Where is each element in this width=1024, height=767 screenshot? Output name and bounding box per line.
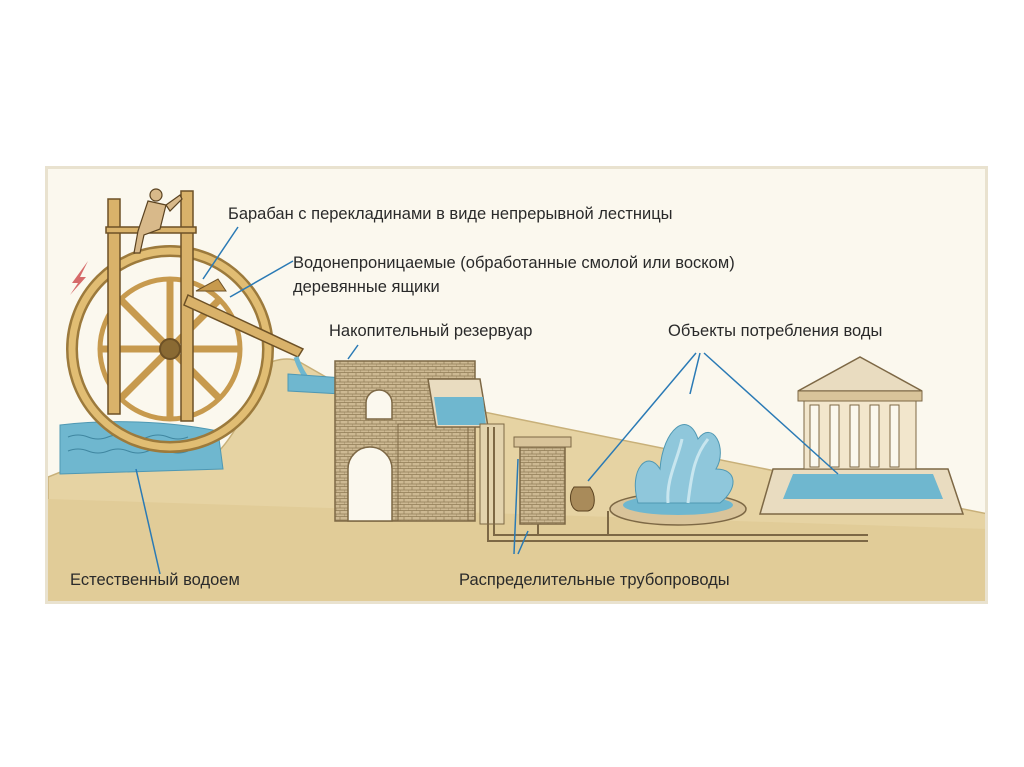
diagram-illustration	[48, 188, 985, 601]
vase	[570, 486, 595, 512]
label-wooden-boxes-line2: деревянные ящики	[293, 278, 440, 296]
leader-lines	[135, 226, 839, 575]
label-drum: Барабан с перекладинами в виде непрерывн…	[228, 205, 673, 223]
label-distribution-pipelines: Распределительные трубопроводы	[459, 571, 730, 589]
water-supply-diagram: Барабан с перекладинами в виде непрерывн…	[45, 166, 988, 604]
storage-reservoir	[427, 378, 505, 525]
distribution-pipelines	[487, 427, 868, 542]
ground-layer	[48, 499, 985, 601]
man-figure	[133, 188, 183, 254]
label-wooden-boxes-line1: Водонепроницаемые (обработанные смолой и…	[293, 254, 735, 272]
water-wheel	[66, 245, 274, 453]
flow-arrow	[70, 261, 88, 295]
label-natural-pond: Естественный водоем	[70, 571, 240, 589]
water-tower	[513, 436, 572, 525]
temple	[759, 356, 965, 515]
label-storage-reservoir: Накопительный резервуар	[329, 322, 533, 340]
fountain	[609, 424, 747, 526]
label-water-consumers: Объекты потребления воды	[668, 322, 883, 340]
